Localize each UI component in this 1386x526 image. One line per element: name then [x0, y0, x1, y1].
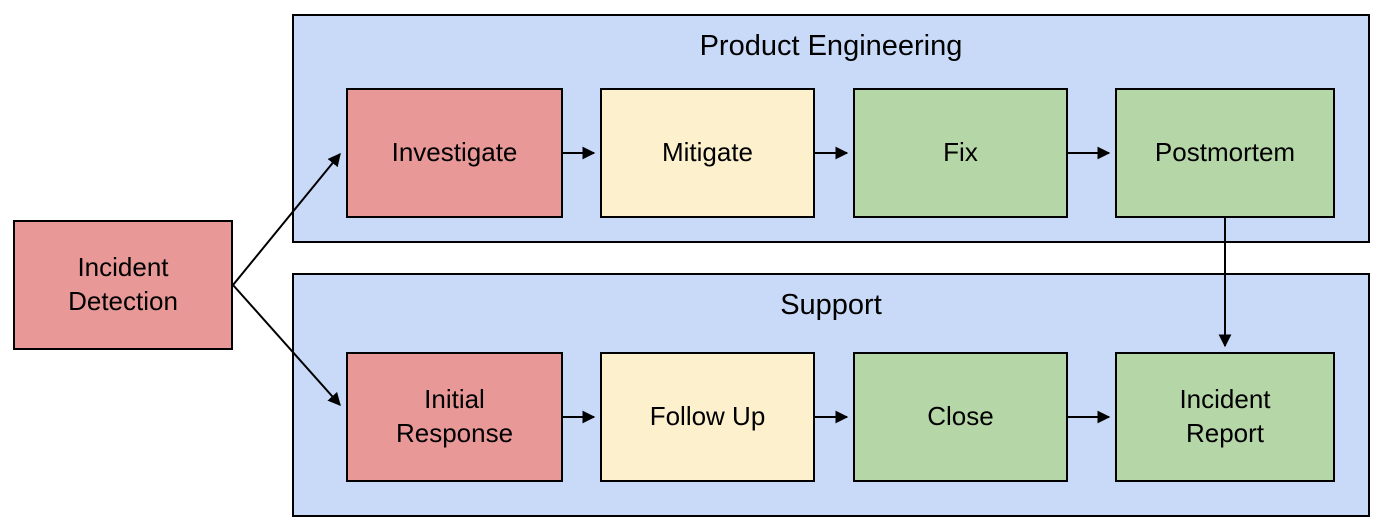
node-postmortem: Postmortem [1115, 88, 1335, 218]
node-close: Close [853, 352, 1068, 482]
node-incident-detection-label: Incident Detection [68, 252, 178, 316]
node-initial-response-label: Initial Response [395, 384, 514, 448]
node-postmortem-label: Postmortem [1154, 137, 1296, 168]
node-investigate: Investigate [346, 88, 563, 218]
node-follow-up: Follow Up [600, 352, 815, 482]
node-initial-response: Initial Response [346, 352, 563, 482]
node-incident-detection: Incident Detection [13, 220, 233, 350]
node-fix-label: Fix [943, 137, 978, 168]
node-follow-up-label: Follow Up [649, 401, 766, 432]
node-close-label: Close [927, 401, 994, 432]
node-fix: Fix [853, 88, 1068, 218]
node-incident-report: Incident Report [1115, 352, 1335, 482]
node-mitigate-label: Mitigate [661, 137, 754, 168]
lane-title-product-engineering: Product Engineering [699, 30, 963, 62]
node-incident-report-label: Incident Report [1179, 384, 1271, 448]
lane-title-support: Support [780, 289, 882, 321]
node-mitigate: Mitigate [600, 88, 815, 218]
node-investigate-label: Investigate [391, 137, 518, 168]
